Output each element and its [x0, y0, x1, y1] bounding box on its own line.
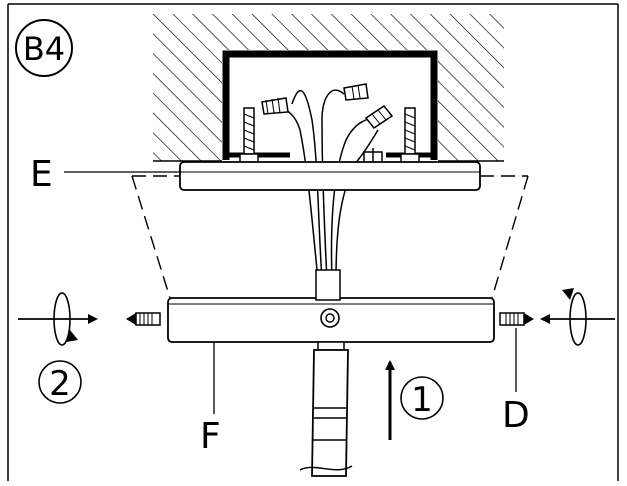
- screw-label: D: [502, 395, 530, 436]
- step-two-marker: 2: [38, 360, 82, 404]
- step-badge: B4: [15, 19, 73, 77]
- canopy-screw-left: [126, 312, 161, 326]
- rotate-arrow-left: [18, 292, 98, 346]
- box-screw-left: [239, 107, 259, 165]
- canopy: [167, 297, 495, 343]
- frame: [7, 3, 619, 481]
- label-f: F: [200, 342, 221, 457]
- bracket-label: E: [30, 154, 53, 195]
- canopy-screw-right: [499, 312, 534, 326]
- down-rod: [299, 341, 353, 477]
- step-one-marker: 1: [385, 360, 444, 440]
- label-d: D: [502, 328, 530, 436]
- step-badge-text: B4: [23, 30, 65, 68]
- label-e: E: [30, 154, 180, 195]
- mounting-bracket: [179, 161, 481, 191]
- rotate-arrow-right: [540, 288, 615, 346]
- step-two-text: 2: [49, 364, 71, 404]
- wire-nuts: [261, 83, 394, 130]
- canopy-label: F: [200, 416, 221, 457]
- step-one-text: 1: [411, 380, 433, 420]
- guide-lines: [131, 175, 529, 299]
- wire-bundle: [315, 269, 341, 301]
